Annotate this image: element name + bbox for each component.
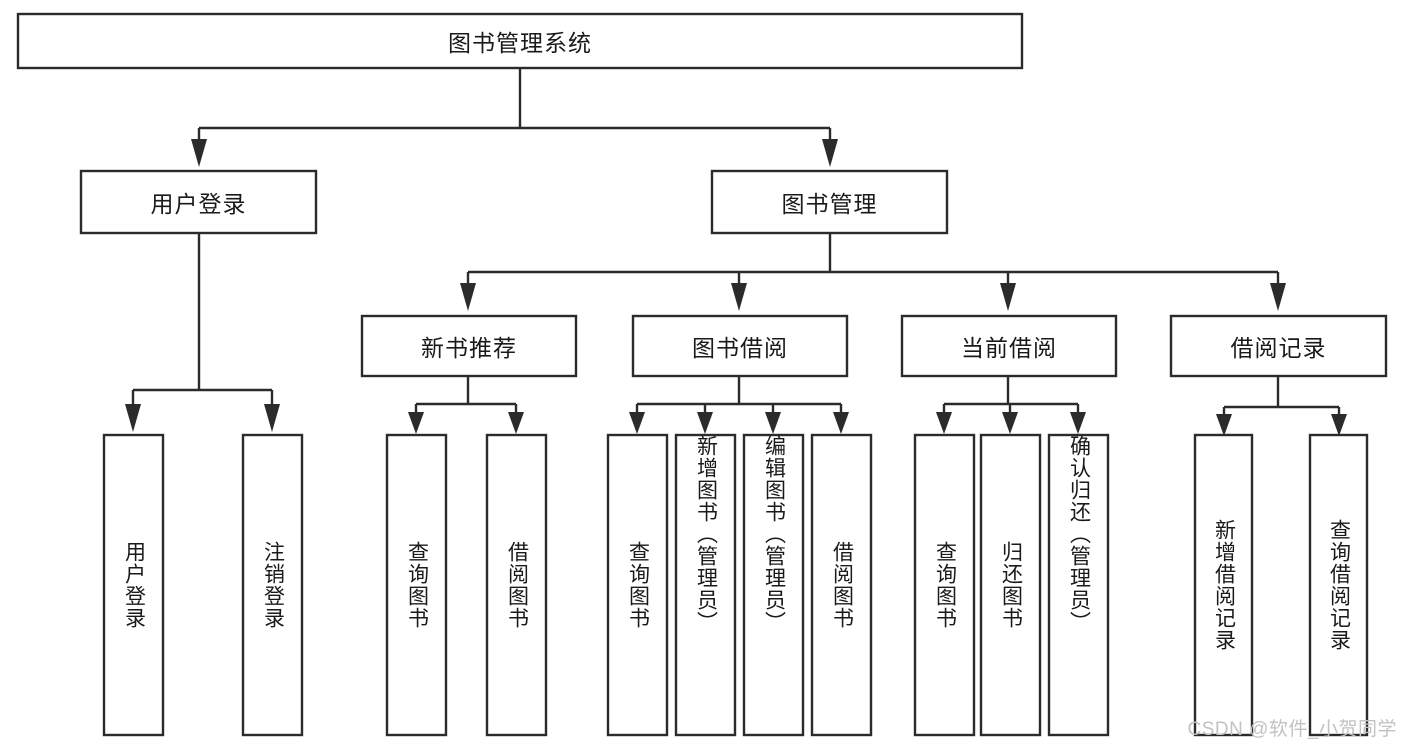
node-box-leaf-query-book-3[interactable] xyxy=(913,433,976,737)
arrow-head-icon xyxy=(629,412,645,434)
node-box-leaf-borrow-book-1[interactable] xyxy=(485,433,548,737)
arrow-head-icon xyxy=(460,283,476,311)
arrow-head-icon xyxy=(1331,414,1347,436)
node-box-root[interactable] xyxy=(16,12,1024,70)
connector-currentborrow-to-leaves xyxy=(936,376,1086,434)
arrow-head-icon xyxy=(822,139,838,167)
node-box-leaf-edit-book-admin[interactable] xyxy=(742,433,805,737)
arrow-head-icon xyxy=(1216,414,1232,436)
node-box-current-borrow[interactable] xyxy=(900,314,1118,378)
arrow-head-icon xyxy=(125,404,141,432)
node-box-leaf-user-login[interactable] xyxy=(102,433,165,737)
node-box-leaf-query-borrow-record[interactable] xyxy=(1308,433,1369,737)
node-box-leaf-confirm-return-admin[interactable] xyxy=(1047,433,1110,737)
node-box-book-management[interactable] xyxy=(710,169,949,235)
node-box-user-login[interactable] xyxy=(79,169,318,235)
node-box-borrow-record[interactable] xyxy=(1169,314,1388,378)
node-box-leaf-logout-login[interactable] xyxy=(241,433,304,737)
connector-borrowrecord-to-leaves xyxy=(1216,376,1347,436)
arrow-head-icon xyxy=(697,412,713,434)
node-box-leaf-add-book-admin[interactable] xyxy=(674,433,737,737)
arrow-head-icon xyxy=(1002,412,1018,434)
arrow-head-icon xyxy=(936,412,952,434)
arrow-head-icon xyxy=(191,139,207,167)
connector-bookborrow-to-leaves xyxy=(629,376,849,434)
node-box-book-borrow[interactable] xyxy=(631,314,849,378)
connector-root-to-level2 xyxy=(191,68,838,167)
arrow-head-icon xyxy=(408,412,424,434)
arrow-head-icon xyxy=(264,404,280,432)
arrow-head-icon xyxy=(731,283,747,311)
arrow-head-icon xyxy=(508,412,524,434)
arrow-head-icon xyxy=(1270,283,1286,311)
arrow-head-icon xyxy=(1000,283,1016,311)
node-box-leaf-add-borrow-record[interactable] xyxy=(1193,433,1254,737)
connector-bookmgmt-to-level3 xyxy=(460,233,1286,311)
connector-newbook-to-leaves xyxy=(408,376,524,434)
arrow-head-icon xyxy=(1070,412,1086,434)
arrow-head-icon xyxy=(765,412,781,434)
node-box-leaf-query-book-1[interactable] xyxy=(385,433,448,737)
arrow-head-icon xyxy=(833,412,849,434)
node-box-leaf-borrow-book-2[interactable] xyxy=(810,433,873,737)
node-box-leaf-return-book[interactable] xyxy=(979,433,1042,737)
node-box-leaf-query-book-2[interactable] xyxy=(606,433,669,737)
connector-userlogin-to-leaves xyxy=(125,233,280,432)
node-box-new-book-recommend[interactable] xyxy=(360,314,578,378)
